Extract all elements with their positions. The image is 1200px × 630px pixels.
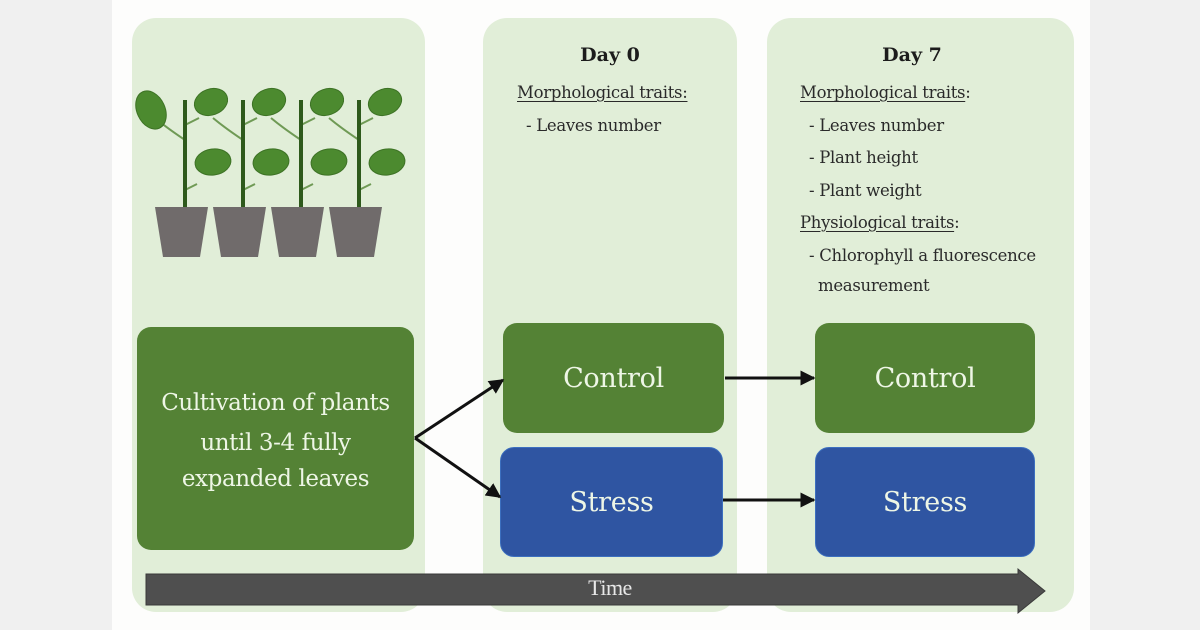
- day0-header: Day 0: [483, 44, 737, 66]
- day7-header: Day 7: [762, 44, 1062, 66]
- leaf: [251, 87, 287, 117]
- stem: [299, 100, 303, 207]
- pot: [271, 207, 324, 257]
- stress-box-day7: Stress: [815, 447, 1035, 557]
- branch: [328, 117, 360, 141]
- day7-morphological-header: Morphological traits: [800, 83, 966, 102]
- stem: [357, 100, 361, 207]
- cultivation-box: Cultivation of plants until 3-4 fully ex…: [137, 327, 414, 550]
- branch: [184, 117, 200, 126]
- cultivation-line: expanded leaves: [181, 465, 370, 492]
- stress-box-day0: Stress: [500, 447, 723, 557]
- time-axis-label: Time: [588, 575, 632, 600]
- day7-traits: Morphological traits: - Leaves number - …: [800, 77, 1036, 303]
- leaf: [310, 148, 348, 176]
- day0-trait-item: - Leaves number: [526, 115, 661, 135]
- leaf: [193, 87, 229, 117]
- pot: [155, 207, 208, 257]
- potted-plants-icon: [135, 87, 406, 257]
- cultivation-line: Cultivation of plants: [161, 389, 390, 416]
- day0-morphological-header: Morphological traits:: [517, 83, 688, 102]
- cultivation-line: until 3-4 fully: [200, 429, 351, 456]
- day7-trait-item-continuation: measurement: [818, 276, 930, 295]
- leaf: [309, 87, 345, 117]
- day7-trait-item: - Leaves number: [809, 115, 944, 135]
- control-box-day0: Control: [503, 323, 724, 433]
- leaf: [135, 90, 167, 130]
- stem: [183, 100, 187, 207]
- leaf: [194, 148, 232, 176]
- day7-trait-item: - Plant weight: [809, 180, 922, 200]
- control-label: Control: [563, 362, 664, 394]
- branch: [300, 117, 316, 126]
- branch: [270, 117, 302, 141]
- day7-physiological-header: Physiological traits: [800, 213, 955, 232]
- colon: :: [954, 213, 960, 232]
- leaf: [368, 148, 406, 176]
- branch: [212, 117, 244, 141]
- control-label: Control: [874, 362, 976, 394]
- colon: :: [965, 83, 971, 102]
- stress-label: Stress: [882, 486, 968, 518]
- branch: [358, 117, 374, 126]
- control-box-day7: Control: [815, 323, 1035, 433]
- leaf: [252, 148, 290, 176]
- stem: [241, 100, 245, 207]
- pot: [329, 207, 382, 257]
- stress-label: Stress: [569, 486, 654, 518]
- leaf: [367, 87, 403, 117]
- day7-title: Day 7: [882, 44, 942, 66]
- day7-trait-item: - Chlorophyll a fluorescence: [809, 245, 1036, 265]
- day0-traits: Morphological traits: - Leaves number: [517, 77, 688, 142]
- day0-title: Day 0: [580, 44, 640, 66]
- day7-trait-item: - Plant height: [809, 148, 918, 167]
- pot: [213, 207, 266, 257]
- branch: [242, 117, 258, 126]
